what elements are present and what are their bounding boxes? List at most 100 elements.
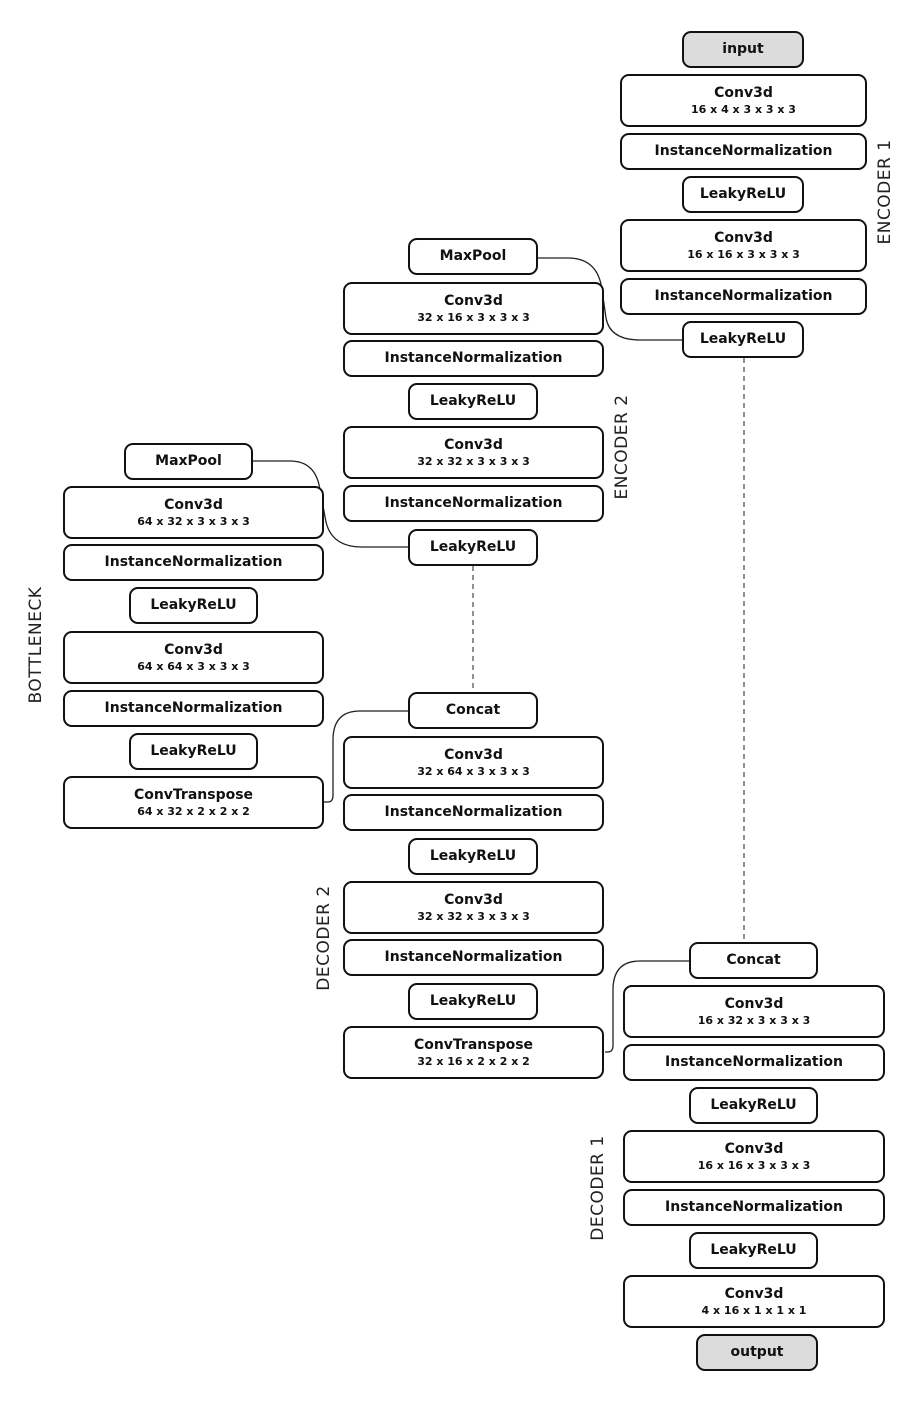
bottleneck-instancenorm-2: InstanceNormalization [63,690,324,727]
encoder1-leakyrelu-2: LeakyReLU [682,321,804,358]
node-label: Concat [726,952,781,969]
section-label-encoder2: ENCODER 2 [612,394,632,500]
node-label: MaxPool [155,453,222,470]
node-label: LeakyReLU [699,331,787,348]
node-label: InstanceNormalization [654,288,833,305]
node-shape: 16 x 32 x 3 x 3 x 3 [697,1013,811,1027]
node-label: LeakyReLU [429,848,517,865]
decoder2-instancenorm-2: InstanceNormalization [343,939,604,976]
output-label: output [730,1344,784,1361]
node-label: InstanceNormalization [384,350,563,367]
bottleneck-convtranspose: ConvTranspose 64 x 32 x 2 x 2 x 2 [63,776,324,829]
decoder1-leakyrelu-2: LeakyReLU [689,1232,818,1269]
decoder1-leakyrelu-1: LeakyReLU [689,1087,818,1124]
section-label-bottleneck: BOTTLENECK [26,586,46,704]
node-label: Conv3d [164,496,223,513]
encoder2-instancenorm-1: InstanceNormalization [343,340,604,377]
node-label: InstanceNormalization [384,949,563,966]
node-label: ConvTranspose [133,786,254,803]
decoder1-conv3d-1: Conv3d 16 x 32 x 3 x 3 x 3 [623,985,885,1038]
node-label: Conv3d [164,641,223,658]
encoder1-instancenorm-2: InstanceNormalization [620,278,867,315]
node-shape: 32 x 64 x 3 x 3 x 3 [417,764,530,778]
connector-decoder2-to-concat [605,960,689,1053]
node-label: LeakyReLU [429,539,517,556]
connector-encoder1-to-maxpool [538,257,682,341]
encoder2-leakyrelu-2: LeakyReLU [408,529,538,566]
section-label-decoder2: DECODER 2 [314,885,334,991]
decoder1-conv3d-output: Conv3d 4 x 16 x 1 x 1 x 1 [623,1275,885,1328]
node-label: LeakyReLU [150,597,237,614]
node-shape: 32 x 16 x 2 x 2 x 2 [417,1054,530,1068]
connector-bottleneck-to-concat [324,710,408,803]
encoder2-maxpool: MaxPool [408,238,538,275]
decoder1-conv3d-2: Conv3d 16 x 16 x 3 x 3 x 3 [623,1130,885,1183]
node-label: Conv3d [724,995,784,1012]
node-label: InstanceNormalization [384,495,563,512]
decoder2-conv3d-1: Conv3d 32 x 64 x 3 x 3 x 3 [343,736,604,789]
node-label: Concat [445,702,501,719]
encoder2-conv3d-1: Conv3d 32 x 16 x 3 x 3 x 3 [343,282,604,335]
node-shape: 16 x 4 x 3 x 3 x 3 [691,102,796,116]
node-shape: 16 x 16 x 3 x 3 x 3 [687,247,800,261]
node-label: Conv3d [724,1285,784,1302]
node-shape: 32 x 32 x 3 x 3 x 3 [417,909,530,923]
node-shape: 64 x 32 x 2 x 2 x 2 [137,804,250,818]
node-label: LeakyReLU [429,993,517,1010]
node-label: LeakyReLU [710,1242,797,1259]
bottleneck-instancenorm-1: InstanceNormalization [63,544,324,581]
node-shape: 64 x 64 x 3 x 3 x 3 [137,659,250,673]
node-label: InstanceNormalization [665,1199,843,1216]
encoder2-leakyrelu-1: LeakyReLU [408,383,538,420]
output-node: output [696,1334,818,1371]
bottleneck-conv3d-2: Conv3d 64 x 64 x 3 x 3 x 3 [63,631,324,684]
node-shape: 32 x 32 x 3 x 3 x 3 [417,454,530,468]
node-label: InstanceNormalization [654,143,833,160]
node-shape: 64 x 32 x 3 x 3 x 3 [137,514,250,528]
section-label-encoder1: ENCODER 1 [875,139,895,245]
decoder2-leakyrelu-1: LeakyReLU [408,838,538,875]
node-label: ConvTranspose [413,1036,534,1053]
node-label: Conv3d [444,746,503,763]
decoder1-concat: Concat [689,942,818,979]
input-node: input [682,31,804,68]
encoder2-conv3d-2: Conv3d 32 x 32 x 3 x 3 x 3 [343,426,604,479]
node-label: MaxPool [439,248,507,265]
bottleneck-leakyrelu-2: LeakyReLU [129,733,258,770]
node-label: Conv3d [444,891,503,908]
node-label: Conv3d [714,229,773,246]
input-label: input [722,41,764,58]
encoder1-conv3d-2: Conv3d 16 x 16 x 3 x 3 x 3 [620,219,867,272]
node-label: Conv3d [714,84,773,101]
decoder1-instancenorm-1: InstanceNormalization [623,1044,885,1081]
node-label: LeakyReLU [699,186,787,203]
section-label-decoder1: DECODER 1 [588,1135,608,1241]
decoder2-instancenorm-1: InstanceNormalization [343,794,604,831]
bottleneck-conv3d-1: Conv3d 64 x 32 x 3 x 3 x 3 [63,486,324,539]
encoder1-instancenorm-1: InstanceNormalization [620,133,867,170]
encoder1-leakyrelu-1: LeakyReLU [682,176,804,213]
node-shape: 4 x 16 x 1 x 1 x 1 [701,1303,807,1317]
node-shape: 16 x 16 x 3 x 3 x 3 [697,1158,811,1172]
bottleneck-leakyrelu-1: LeakyReLU [129,587,258,624]
node-label: Conv3d [724,1140,784,1157]
node-label: InstanceNormalization [665,1054,843,1071]
encoder2-instancenorm-2: InstanceNormalization [343,485,604,522]
decoder2-leakyrelu-2: LeakyReLU [408,983,538,1020]
encoder1-conv3d-1: Conv3d 16 x 4 x 3 x 3 x 3 [620,74,867,127]
node-label: InstanceNormalization [104,554,283,571]
node-label: LeakyReLU [429,393,517,410]
decoder1-instancenorm-2: InstanceNormalization [623,1189,885,1226]
node-label: Conv3d [444,436,503,453]
node-label: Conv3d [444,292,503,309]
node-label: LeakyReLU [150,743,237,760]
node-label: InstanceNormalization [384,804,563,821]
decoder2-convtranspose: ConvTranspose 32 x 16 x 2 x 2 x 2 [343,1026,604,1079]
node-label: LeakyReLU [710,1097,797,1114]
decoder2-conv3d-2: Conv3d 32 x 32 x 3 x 3 x 3 [343,881,604,934]
node-label: InstanceNormalization [104,700,283,717]
node-shape: 32 x 16 x 3 x 3 x 3 [417,310,530,324]
decoder2-concat: Concat [408,692,538,729]
